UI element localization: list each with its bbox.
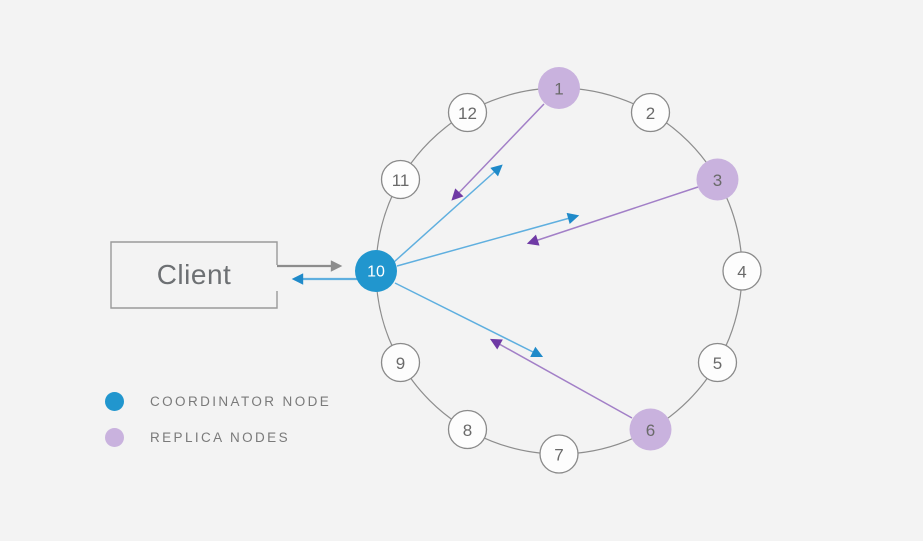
node-label-2: 2 [646,104,655,123]
node-label-8: 8 [463,421,472,440]
node-label-5: 5 [713,354,722,373]
ring-node-4-member: 4 [722,251,762,291]
replica-node-icon [105,427,124,447]
ring-node-2-member: 2 [630,92,671,133]
ring-node-11-member: 11 [380,159,421,200]
coordinator-node-icon [105,391,124,411]
ring-node-6-replica: 6 [629,408,672,451]
node-circle-1 [538,67,580,109]
legend-item-coordinator: COORDINATOR NODE [105,389,331,413]
client-label: Client [156,259,232,290]
arrow-node-10-to-node-3 [396,212,580,267]
legend-item-replica: REPLICA NODES [105,425,331,449]
ring-node-8-member: 8 [447,409,488,450]
arrow-node-10-to-node-1 [393,164,503,263]
node-label-10: 10 [367,264,385,281]
node-circle-7 [539,434,579,474]
node-circle-5 [697,342,738,383]
node-label-6: 6 [646,421,655,440]
node-label-9: 9 [396,354,405,373]
node-label-11: 11 [392,171,410,190]
node-circle-2 [630,92,671,133]
node-circle-3 [696,158,739,201]
node-circle-10 [355,250,397,292]
node-label-3: 3 [713,171,722,190]
ring-node-5-member: 5 [697,342,738,383]
arrow-node-6-to-node-10 [489,338,633,419]
legend-label-replica: REPLICA NODES [150,429,290,445]
arrow-node-3-to-node-10 [526,186,699,246]
node-circle-4 [722,251,762,291]
legend: COORDINATOR NODE REPLICA NODES [105,389,331,461]
node-circle-8 [447,409,488,450]
ring-node-1-replica: 1 [538,67,580,109]
node-label-1: 1 [554,80,563,99]
ring-node-3-replica: 3 [696,158,739,201]
node-label-4: 4 [737,263,746,282]
ring-node-7-member: 7 [539,434,579,474]
node-circle-6 [629,408,672,451]
node-circle-11 [380,159,421,200]
ring-node-10-coordinator: 10 [355,250,397,292]
legend-label-coordinator: COORDINATOR NODE [150,393,332,409]
ring-circle [375,87,743,455]
node-label-7: 7 [554,446,563,465]
arrow-node-10-to-node-6 [394,282,544,358]
arrow-node-1-to-node-10 [451,103,545,201]
node-label-12: 12 [458,104,477,123]
client-box [110,241,278,309]
node-circle-9 [380,342,421,383]
ring-node-12-member: 12 [447,92,488,133]
node-circle-12 [447,92,488,133]
ring-node-9-member: 9 [380,342,421,383]
